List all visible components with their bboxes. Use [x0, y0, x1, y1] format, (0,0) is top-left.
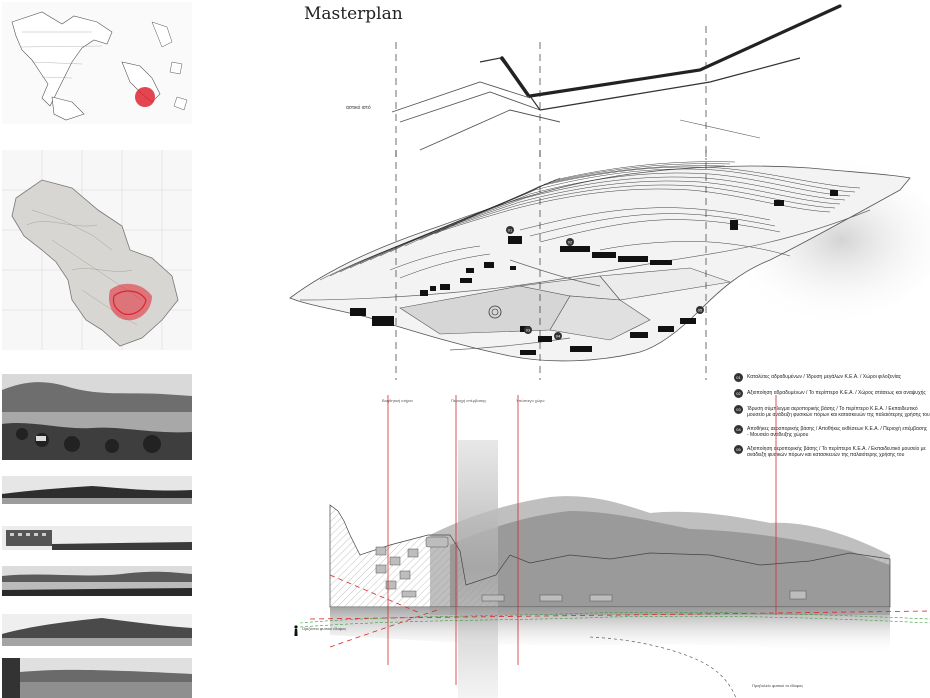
marker-02: 02: [568, 240, 573, 245]
landscape-photo-3: [2, 526, 192, 550]
legend-number: 02: [734, 389, 743, 398]
ground-label-right: Προβολείο φυσικό το έδαφος: [752, 683, 804, 688]
legend-text: Αξιοποίηση αδραδυμένων / Το περίπτερο Κ.…: [747, 390, 926, 396]
legend-number: 04: [734, 425, 743, 434]
left-column: [0, 0, 200, 698]
masterplan-drawing: 01 02 03 04 05: [270, 150, 930, 380]
marker-05: 05: [698, 308, 703, 313]
context-lines: [380, 0, 930, 160]
legend-item-04: 04 Αποθήκες αεροπορικής βάσης / Αποθήκες…: [734, 425, 930, 438]
legend: 01 Καταλύτες αδραδυμένων / Ίδρυση μεγάλω…: [734, 373, 930, 466]
legend-text: Αξιοποίηση αεροπορικής βάσης / Το περίπτ…: [747, 446, 926, 458]
page-title: Masterplan: [304, 4, 403, 24]
section-label-aux-buildings: Βοηθητική κτήρια: [382, 398, 413, 403]
ground-label-left: Οριζόντιο φυσικό έδαφος: [302, 626, 347, 631]
section-label-shelter: Υπόστεγο χώρο: [516, 398, 545, 403]
legend-item-03: 03 Ίδρυση σύμπλεγμα αεροπορικής βάσης / …: [734, 405, 930, 418]
legend-number: 01: [734, 373, 743, 382]
evia-map: [2, 150, 192, 350]
legend-item-05: 05 Αξιοποίηση αεροπορικής βάσης / Το περ…: [734, 445, 930, 458]
landscape-photo-1: [2, 374, 192, 460]
section-label-intervention-area: Περιοχή επέμβασης: [451, 398, 487, 403]
legend-number: 05: [734, 445, 743, 454]
marker-03: 03: [526, 328, 531, 333]
legend-text: Ίδρυση σύμπλεγμα αεροπορικής βάσης / Το …: [747, 406, 930, 418]
marker-04: 04: [556, 334, 561, 339]
greece-map: [2, 2, 192, 124]
marker-01: 01: [508, 228, 513, 233]
section-drawing: [290, 385, 930, 698]
legend-item-02: 02 Αξιοποίηση αδραδυμένων / Το περίπτερο…: [734, 389, 930, 398]
legend-text: Καταλύτες αδραδυμένων / Ίδρυση μεγάλων Κ…: [747, 374, 902, 380]
landscape-photo-2: [2, 476, 192, 504]
legend-item-01: 01 Καταλύτες αδραδυμένων / Ίδρυση μεγάλω…: [734, 373, 930, 382]
landscape-photo-4: [2, 566, 192, 596]
landscape-photo-6: [2, 658, 192, 698]
landscape-photo-5: [2, 614, 192, 646]
legend-text: Αποθήκες αεροπορικής βάσης / Αποθήκες εκ…: [747, 426, 928, 438]
context-label: αστικό ιστό: [346, 105, 371, 111]
legend-number: 03: [734, 405, 743, 414]
